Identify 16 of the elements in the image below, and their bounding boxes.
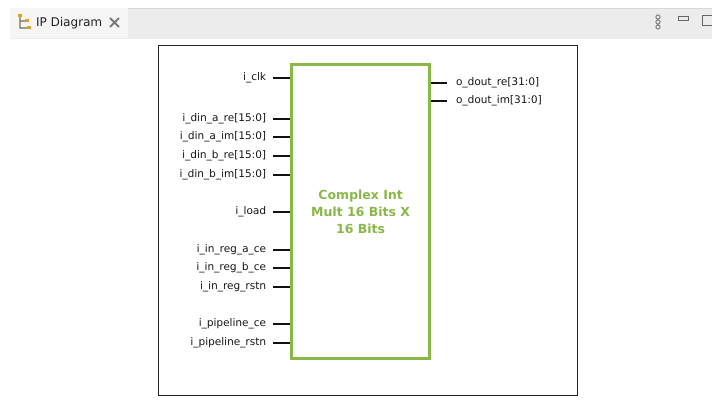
pin-name: i_in_reg_a_ce: [196, 243, 266, 256]
pin-name: i_din_a_re[15:0]: [182, 112, 266, 125]
pin-name: i_in_reg_b_ce: [196, 261, 266, 274]
pin-name: i_load: [235, 205, 266, 218]
pin-name: i_pipeline_rstn: [190, 336, 266, 349]
ip-block: [290, 63, 431, 360]
pin-name: i_in_reg_rstn: [200, 280, 266, 293]
pin-name: i_din_b_im[15:0]: [180, 168, 266, 181]
pin-name: o_dout_im[31:0]: [456, 94, 542, 107]
pin-name: i_din_a_im[15:0]: [180, 130, 266, 143]
pin-name: o_dout_re[31:0]: [456, 76, 540, 89]
tab-title: IP Diagram: [36, 15, 102, 29]
pin-name: i_din_b_re[15:0]: [182, 149, 266, 162]
pin-name: i_clk: [243, 71, 266, 84]
pin-name: i_pipeline_ce: [198, 317, 266, 330]
block-title: Complex Int Mult 16 Bits X 16 Bits: [310, 186, 411, 237]
